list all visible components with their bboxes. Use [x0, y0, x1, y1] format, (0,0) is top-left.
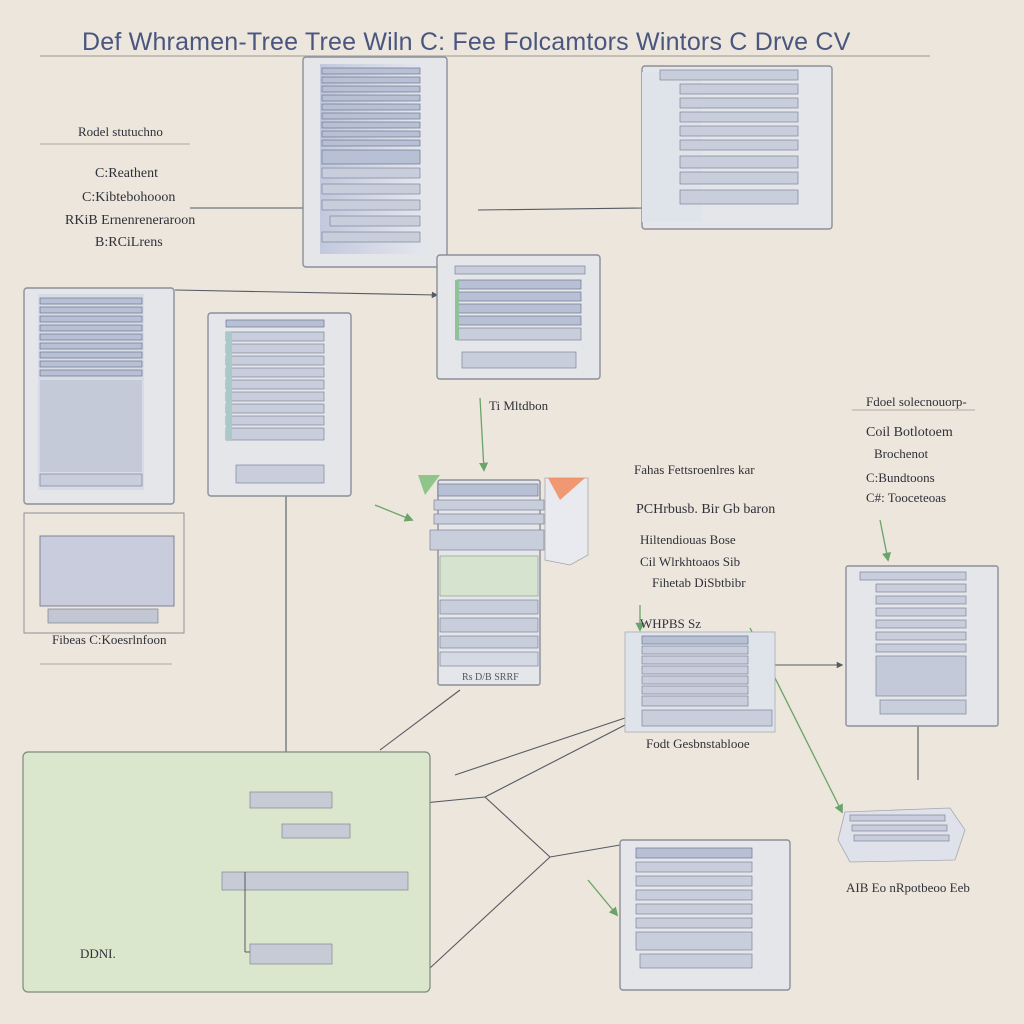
mid-label-group: Fahas Fettsroenlres kar PCHrbusb. Bir Gb… — [634, 462, 775, 590]
connector-lines — [174, 207, 919, 969]
window-second-left — [207, 312, 352, 497]
left-label-2: C:Kibtebohooon — [82, 190, 175, 205]
mid-label-4: Fihetab DiSbtbibr — [652, 575, 746, 590]
arrow-label: Ti Mltdbon — [489, 398, 549, 413]
window-right — [845, 565, 999, 727]
left-label-3: RKiB Ernenreneraroon — [65, 213, 195, 228]
diagram-title: Def Whramen-Tree Tree Wiln C: Fee Folcam… — [82, 28, 851, 56]
lower-window-tag: WHPBS Sz — [640, 616, 701, 631]
window-top-right — [641, 65, 833, 230]
right-label-3: C:Bundtoons — [866, 470, 935, 485]
mid-label-2: Hiltendiouas Bose — [640, 532, 736, 547]
mid-label-0: Fahas Fettsroenlres kar — [634, 462, 755, 477]
window-bottom — [619, 839, 791, 991]
mid-label-3: Cil Wlrkhtoaos Sib — [640, 554, 740, 569]
monitor-icon: Fibeas C:Koesrlnfoon — [23, 512, 185, 665]
window-lower-mid: WHPBS Sz Fodt Gesbnstablooe — [624, 616, 776, 751]
window-left — [23, 287, 175, 505]
right-label-group: Fdoel solecnouorp- Coil Botlotoem Broche… — [852, 394, 975, 505]
drive-caption: AIB Eo nRpotbeoo Eeb — [846, 880, 970, 895]
left-label-1: C:Reathent — [95, 166, 158, 181]
root-green-panel: DDNI. — [22, 751, 431, 993]
center-window-caption: Rs D/B SRRF — [462, 672, 519, 683]
right-label-4: C#: Tooceteoas — [866, 490, 946, 505]
lower-window-caption: Fodt Gesbnstablooe — [646, 736, 750, 751]
window-middle — [436, 254, 601, 380]
window-center: Rs D/B SRRF — [418, 475, 589, 686]
mid-label-1: PCHrbusb. Bir Gb baron — [636, 502, 775, 517]
drive-icon: AIB Eo nRpotbeoo Eeb — [837, 807, 970, 895]
left-label-4: B:RCiLrens — [95, 235, 163, 250]
right-label-0: Fdoel solecnouorp- — [866, 394, 967, 409]
window-top-center — [302, 56, 448, 268]
monitor-caption: Fibeas C:Koesrlnfoon — [52, 632, 167, 647]
left-label-group: Rodel stutuchno C:Reathent C:Kibtebohooo… — [40, 124, 195, 250]
right-label-1: Coil Botlotoem — [866, 425, 953, 440]
green-panel-tag: DDNI. — [80, 946, 116, 961]
left-label-0: Rodel stutuchno — [78, 124, 163, 139]
right-label-2: Brochenot — [874, 446, 929, 461]
